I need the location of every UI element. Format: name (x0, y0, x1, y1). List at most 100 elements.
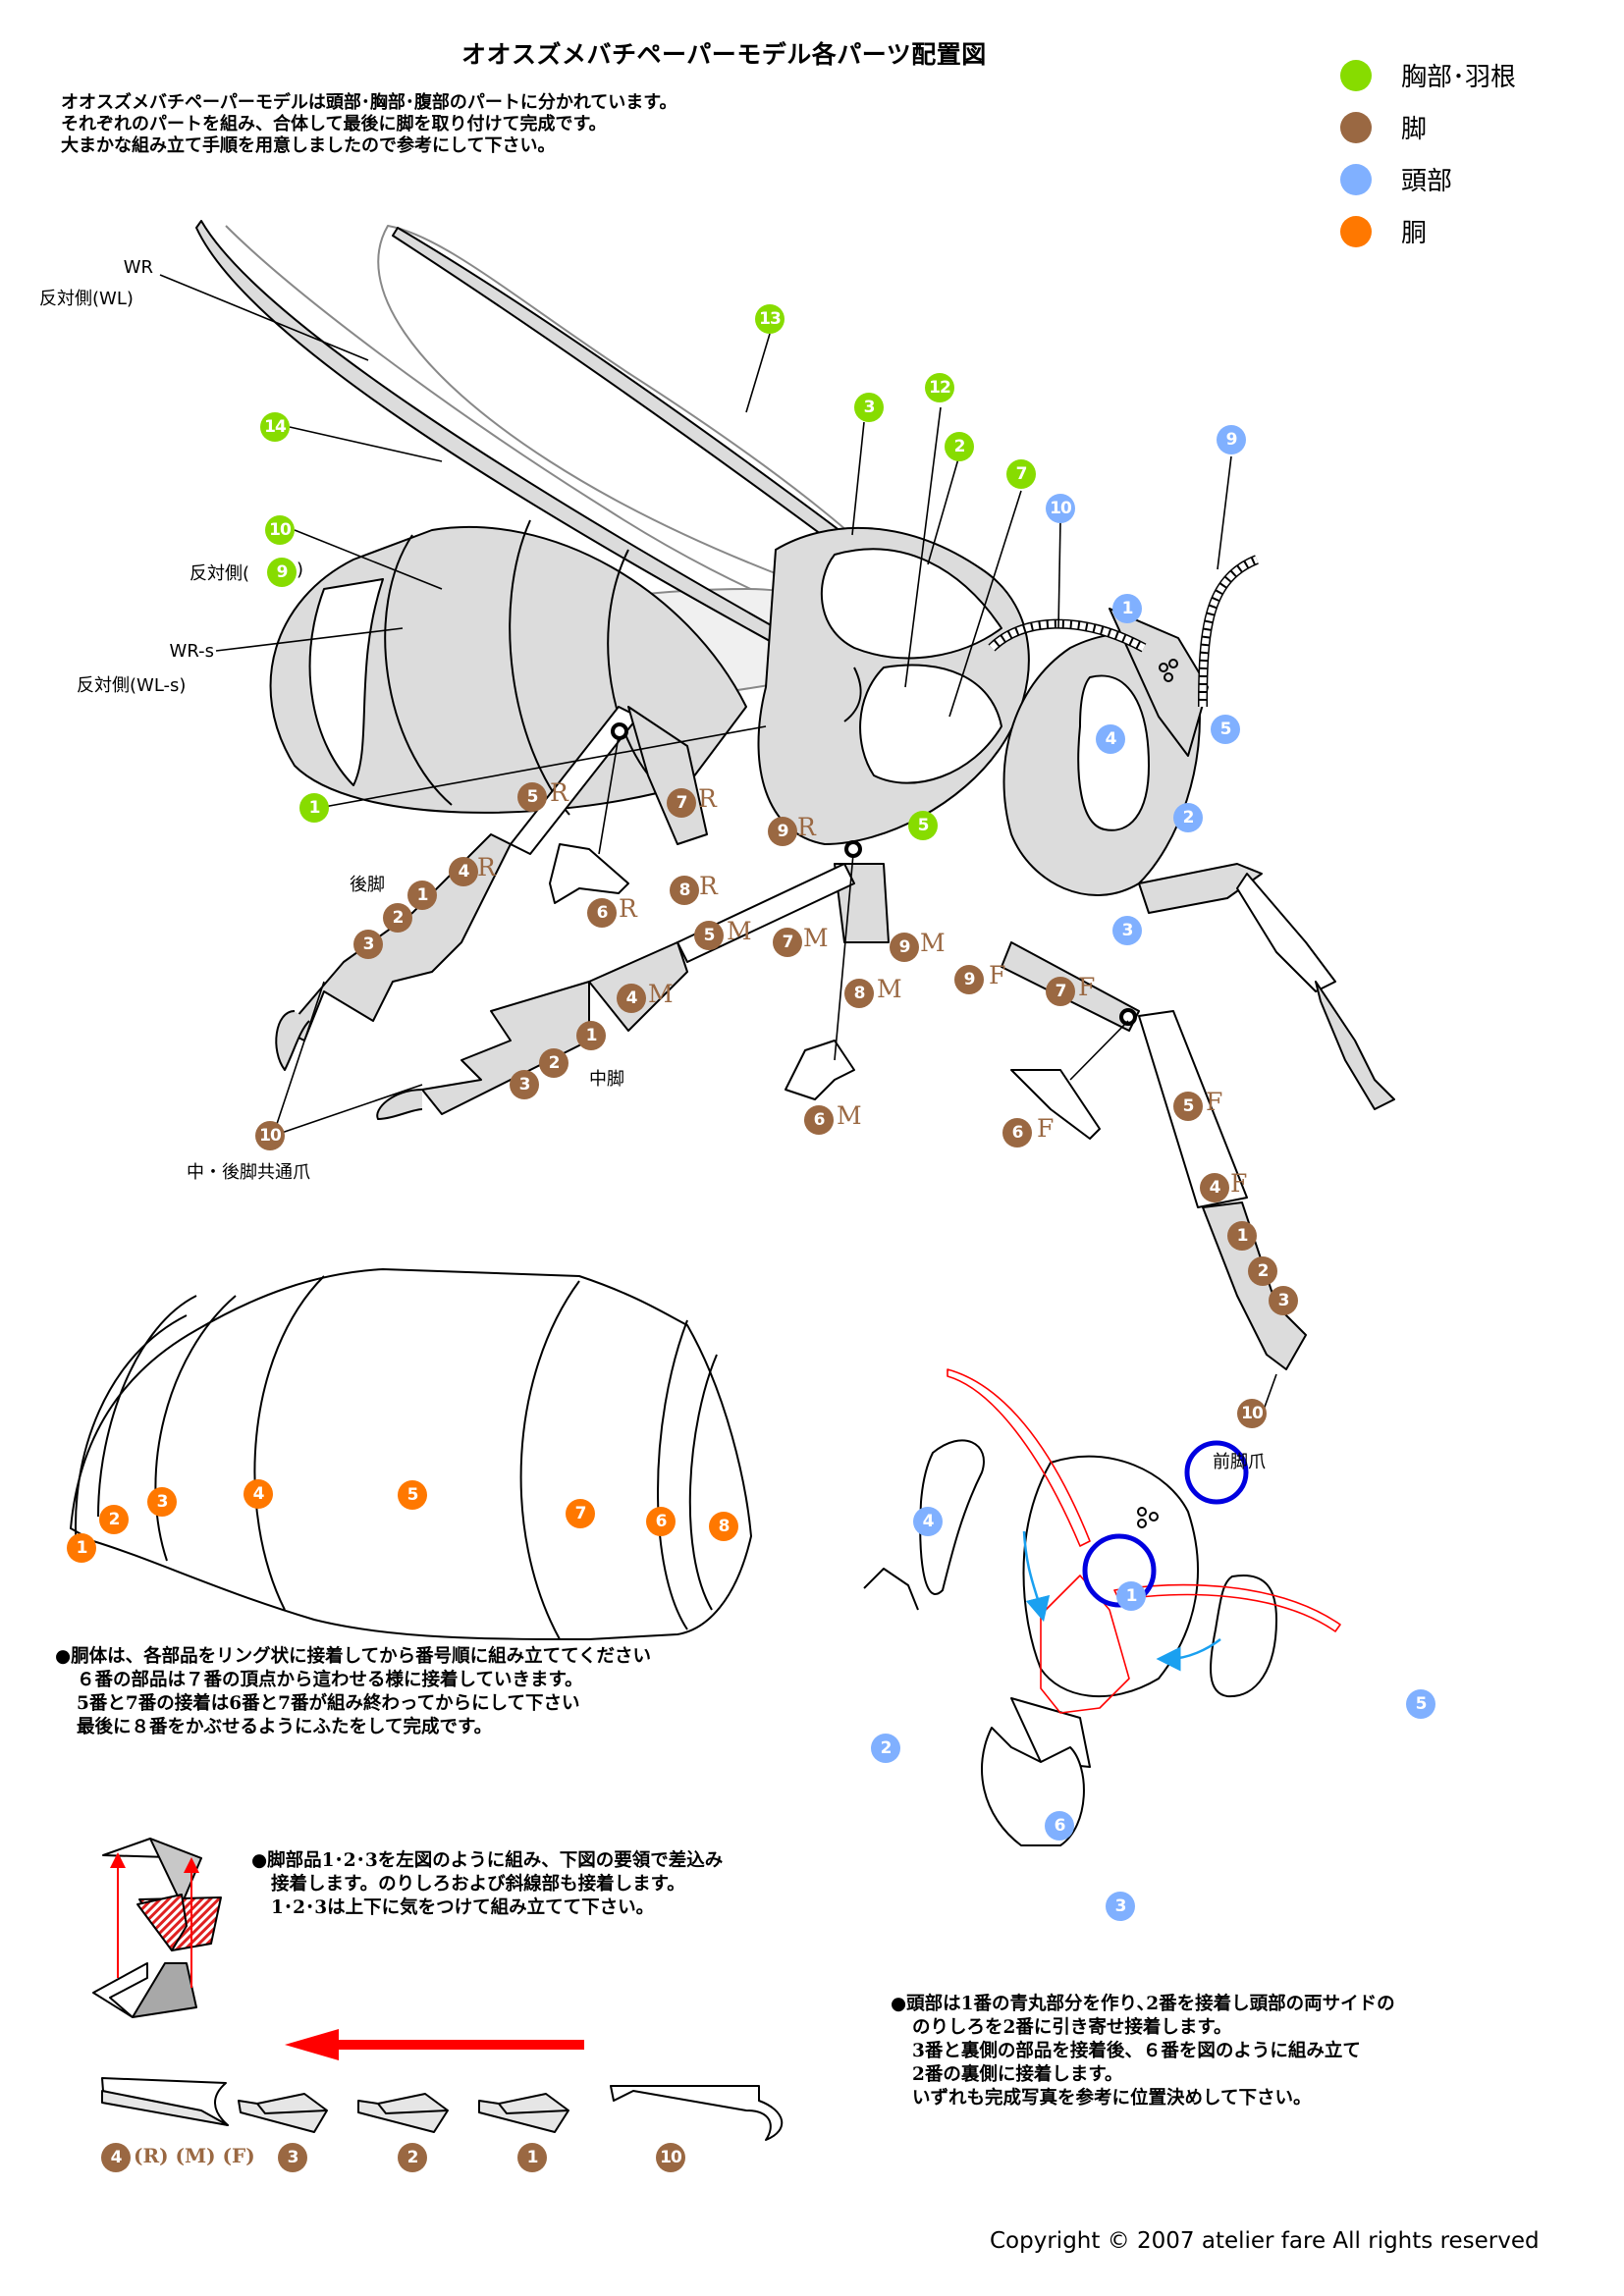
abdomen-seam-1 (75, 1314, 188, 1552)
legend-item-leg: 脚 (1340, 101, 1516, 153)
note-line: いずれも完成写真を参考に位置決めして下さい。 (912, 2088, 1312, 2109)
badge-leg-7M: 7 (773, 928, 802, 957)
badge-thorax-12: 12 (925, 373, 954, 402)
badge-common-claw-10: 10 (255, 1121, 285, 1150)
intro-line: 大まかな組み立て手順を用意しましたので参考にして下さい。 (61, 135, 556, 156)
legend-label: 頭部 (1401, 167, 1453, 196)
intro-line: オオスズメバチペーパーモデルは頭部･胸部･腹部のパートに分かれています。 (61, 92, 677, 113)
copyright: Copyright © 2007 atelier fare All rights… (990, 2228, 1540, 2254)
note-line: 5番と7番の接着は6番と7番が組み終わってからにして下さい (77, 1693, 580, 1714)
badge-leg-6F: 6 (1002, 1118, 1032, 1148)
head-capsule-outline (1022, 1455, 1199, 1698)
intro-line: それぞれのパートを組み、合体して最後に脚を取り付けて完成です。 (61, 114, 607, 134)
badge-leg-4R-suffix: R (477, 853, 496, 881)
badge-thorax-3: 3 (854, 393, 884, 422)
badge-head-5: 5 (1211, 715, 1240, 744)
hind-claw (275, 1010, 310, 1071)
legend-dot-icon (1340, 163, 1372, 195)
note-line: ●脚部品1･2･3を左図のように組み、下図の要領で差込み (251, 1850, 724, 1871)
badge-leg-6R: 6 (587, 898, 617, 928)
badge-front-1: 1 (1227, 1221, 1257, 1251)
note-line: ●胴体は、各部品をリング状に接着してから番号順に組み立ててください (55, 1646, 652, 1667)
leader-lines (159, 274, 1277, 1424)
red-antenna-right (1113, 1583, 1341, 1632)
badge-wing-14: 14 (260, 412, 290, 442)
badge-thorax-13: 13 (755, 304, 785, 334)
leg-assembly-diagram (92, 1838, 784, 2141)
badge-leg-8M-suffix: M (877, 975, 902, 1003)
cyan-fold-arrow-right (1156, 1638, 1221, 1672)
note-line: ●頭部は1番の青丸部分を作り､2番を接着し頭部の両サイドの (891, 1994, 1395, 2014)
head-part-2 (863, 1568, 919, 1611)
thorax-spur (843, 667, 862, 722)
opposite-label-suffix: ) (297, 560, 304, 580)
badge-leg-5R-suffix: R (550, 778, 568, 807)
abdomen-note: ●胴体は、各部品をリング状に接着してから番号順に組み立ててください ６番の部品は… (55, 1645, 651, 1739)
badge-leg-9M-suffix: M (920, 929, 946, 957)
pivot-mid (844, 840, 862, 858)
leg-part-badge-1: 1 (517, 2143, 547, 2172)
abdomen-band-white (308, 578, 384, 786)
head-assembly-note: ●頭部は1番の青丸部分を作り､2番を接着し頭部の両サイドの のりしろを2番に引き… (891, 1993, 1395, 2110)
antenna-left-inner (989, 620, 1146, 652)
badge-mid-2: 2 (539, 1048, 568, 1078)
badge-head-3: 3 (1112, 916, 1142, 945)
color-legend: 胸部･羽根 脚 頭部 胴 (1340, 49, 1516, 257)
badge-leg-4R: 4 (449, 857, 478, 886)
note-line: ６番の部品は７番の頂点から這わせる様に接着していきます。 (77, 1670, 583, 1690)
badge-front-3: 3 (1269, 1286, 1298, 1315)
leg-part-suffix-4: (R) (M) (F) (134, 2144, 255, 2167)
badge-leg-7R-suffix: R (698, 784, 717, 813)
label-mid-leg: 中脚 (589, 1069, 624, 1090)
badge-hind-2: 2 (383, 903, 412, 933)
badge-leg-6M-suffix: M (837, 1101, 862, 1130)
badge-thorax-2: 2 (945, 432, 974, 461)
mid-tarsus (421, 981, 590, 1115)
leg-part-badge-4: 4 (101, 2143, 131, 2172)
label-front-claw: 前脚爪 (1213, 1452, 1266, 1472)
head-part-badge-2: 2 (871, 1734, 900, 1763)
badge-abdomen-3: 3 (147, 1487, 177, 1517)
legend-item-thorax-wing: 胸部･羽根 (1340, 49, 1516, 101)
abdomen-diagram (69, 1267, 753, 1641)
foot-6M (785, 1040, 855, 1100)
leg-part-badge-3: 3 (278, 2143, 307, 2172)
head-part-4 (919, 1439, 985, 1595)
badge-front-2: 2 (1248, 1256, 1277, 1286)
badge-leg-4F-suffix: F (1230, 1169, 1248, 1198)
badge-abdomen-7: 7 (566, 1499, 595, 1528)
foot-6R (549, 843, 629, 904)
ocellus (1159, 663, 1168, 672)
thorax-plate-7 (859, 664, 1002, 784)
head-part-badge-1: 1 (1116, 1581, 1146, 1611)
abdomen-ring-2 (509, 519, 570, 816)
badge-leg-9F-suffix: F (989, 961, 1006, 989)
badge-leg-6M: 6 (804, 1105, 834, 1135)
badge-leg-9R: 9 (768, 817, 797, 846)
note-line: 最後に８番をかぶせるようにふたをして完成です。 (77, 1717, 493, 1737)
leg-part-badge-2: 2 (398, 2143, 427, 2172)
label-common-claw: 中・後脚共通爪 (187, 1162, 310, 1183)
legend-label: 胴 (1401, 219, 1428, 248)
legend-dot-icon (1340, 215, 1372, 247)
wing-label-wls: 反対側(WL-s) (77, 675, 187, 696)
badge-wing-9: 9 (267, 558, 297, 587)
badge-leg-7R: 7 (667, 788, 696, 818)
badge-leg-4F: 4 (1200, 1173, 1229, 1202)
badge-leg-4M-suffix: M (648, 980, 674, 1008)
label-hind-leg: 後脚 (350, 875, 385, 895)
badge-leg-9M: 9 (890, 933, 919, 962)
abdomen-ring-1 (384, 534, 453, 806)
legend-dot-icon (1340, 59, 1372, 91)
badge-leg-8M: 8 (844, 979, 874, 1008)
leg-fold-bottom-right (132, 1962, 197, 2018)
blue-guide-circle-top (1184, 1440, 1249, 1505)
foot-6F (1010, 1069, 1101, 1140)
badge-mid-1: 1 (576, 1021, 606, 1050)
badge-front-claw-10: 10 (1237, 1399, 1267, 1428)
badge-head-2: 2 (1173, 803, 1203, 832)
badge-leg-8R: 8 (670, 876, 699, 905)
badge-mid-3: 3 (510, 1070, 539, 1099)
intro-text: オオスズメバチペーパーモデルは頭部･胸部･腹部のパートに分かれています。 それぞ… (61, 92, 677, 157)
